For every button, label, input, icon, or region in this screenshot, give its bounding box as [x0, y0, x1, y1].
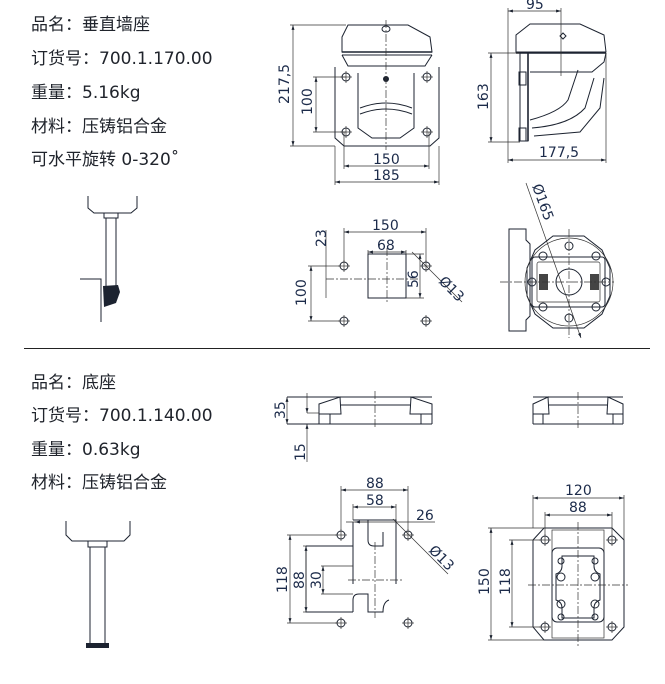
dim-side-offset: 95 — [526, 0, 544, 13]
weight-value: 0.63kg — [82, 440, 141, 460]
order-value: 700.1.140.00 — [99, 406, 213, 426]
dim-front-height: 217,5 — [277, 64, 293, 104]
material-label: 材料： — [31, 117, 82, 137]
dim-slot-width: 68 — [377, 238, 395, 254]
product-2-weight: 重量：0.63kg — [31, 440, 141, 460]
dim-base-hole-vertical: 118 — [275, 566, 291, 593]
dim-side-depth: 177,5 — [539, 145, 579, 161]
product-1-rotation-note: 可水平旋转 0-320˚ — [31, 150, 179, 170]
dim-base-hole-diameter: Ø13 — [425, 543, 457, 575]
product-2-material: 材料：压铸铝合金 — [31, 473, 167, 493]
dim-base-top-width: 120 — [565, 483, 592, 499]
dim-hole-pattern-offset: 23 — [314, 229, 330, 247]
weight-value: 5.16kg — [82, 83, 141, 103]
dim-front-hole-horizontal: 150 — [373, 152, 400, 168]
section-divider — [24, 348, 650, 349]
dim-base-slot-offset: 26 — [416, 508, 434, 524]
dim-base-hole-pattern-width: 88 — [366, 476, 384, 492]
name-value: 底座 — [82, 373, 116, 393]
dim-side-height: 163 — [476, 83, 492, 110]
order-label: 订货号： — [31, 49, 99, 69]
dim-slot-height: 56 — [406, 270, 422, 288]
order-value: 700.1.170.00 — [99, 49, 213, 69]
wall-mount-flange-view: Ø165 — [500, 182, 614, 339]
base-end-view — [532, 392, 624, 429]
dim-base-side-height: 35 — [273, 401, 289, 419]
dim-base-slot-width: 58 — [366, 493, 384, 509]
weight-label: 重量： — [31, 83, 82, 103]
dim-base-slot-height: 88 — [292, 571, 308, 589]
dim-hole-pattern-width: 150 — [372, 218, 399, 234]
dim-base-top-hole-vertical: 118 — [498, 568, 514, 595]
product-1-order-number: 订货号：700.1.170.00 — [31, 49, 213, 69]
wall-mount-profile-sketch — [80, 196, 138, 322]
dim-base-top-height: 150 — [477, 568, 493, 595]
dim-base-side-thickness: 15 — [293, 443, 309, 461]
base-profile-sketch — [65, 521, 131, 648]
material-value: 压铸铝合金 — [82, 473, 167, 493]
base-hole-pattern: 88 58 26 Ø13 118 88 30 — [275, 476, 457, 630]
dim-base-slot-neck: 30 — [309, 571, 325, 589]
name-value: 垂直墙座 — [82, 15, 150, 35]
dim-front-hole-vertical: 100 — [300, 88, 316, 115]
dim-flange-diameter: Ø165 — [528, 182, 556, 223]
weight-label: 重量： — [31, 440, 82, 460]
material-label: 材料： — [31, 473, 82, 493]
product-1-name: 品名：垂直墙座 — [31, 15, 150, 35]
name-label: 品名： — [31, 373, 82, 393]
product-2-order-number: 订货号：700.1.140.00 — [31, 406, 213, 426]
wall-mount-side-view: 95 163 177,5 — [476, 0, 607, 163]
dim-hole-pattern-vertical: 100 — [294, 279, 310, 306]
rotation-note: 可水平旋转 0-320˚ — [31, 150, 180, 170]
dim-hole-diameter: Ø13 — [435, 274, 467, 306]
order-label: 订货号： — [31, 406, 99, 426]
base-side-view: 35 15 — [273, 391, 433, 462]
dim-front-width: 185 — [373, 168, 400, 184]
wall-mount-front-view: 217,5 100 150 185 — [277, 20, 440, 185]
material-value: 压铸铝合金 — [82, 117, 167, 137]
base-top-view: 120 88 150 118 — [477, 483, 628, 648]
product-1-weight: 重量：5.16kg — [31, 83, 141, 103]
product-2-name: 品名：底座 — [31, 373, 116, 393]
product-1-material: 材料：压铸铝合金 — [31, 117, 167, 137]
wall-mount-hole-pattern: 150 68 23 100 56 Ø13 — [294, 218, 467, 328]
dim-base-top-hole-width: 88 — [569, 500, 587, 516]
name-label: 品名： — [31, 15, 82, 35]
